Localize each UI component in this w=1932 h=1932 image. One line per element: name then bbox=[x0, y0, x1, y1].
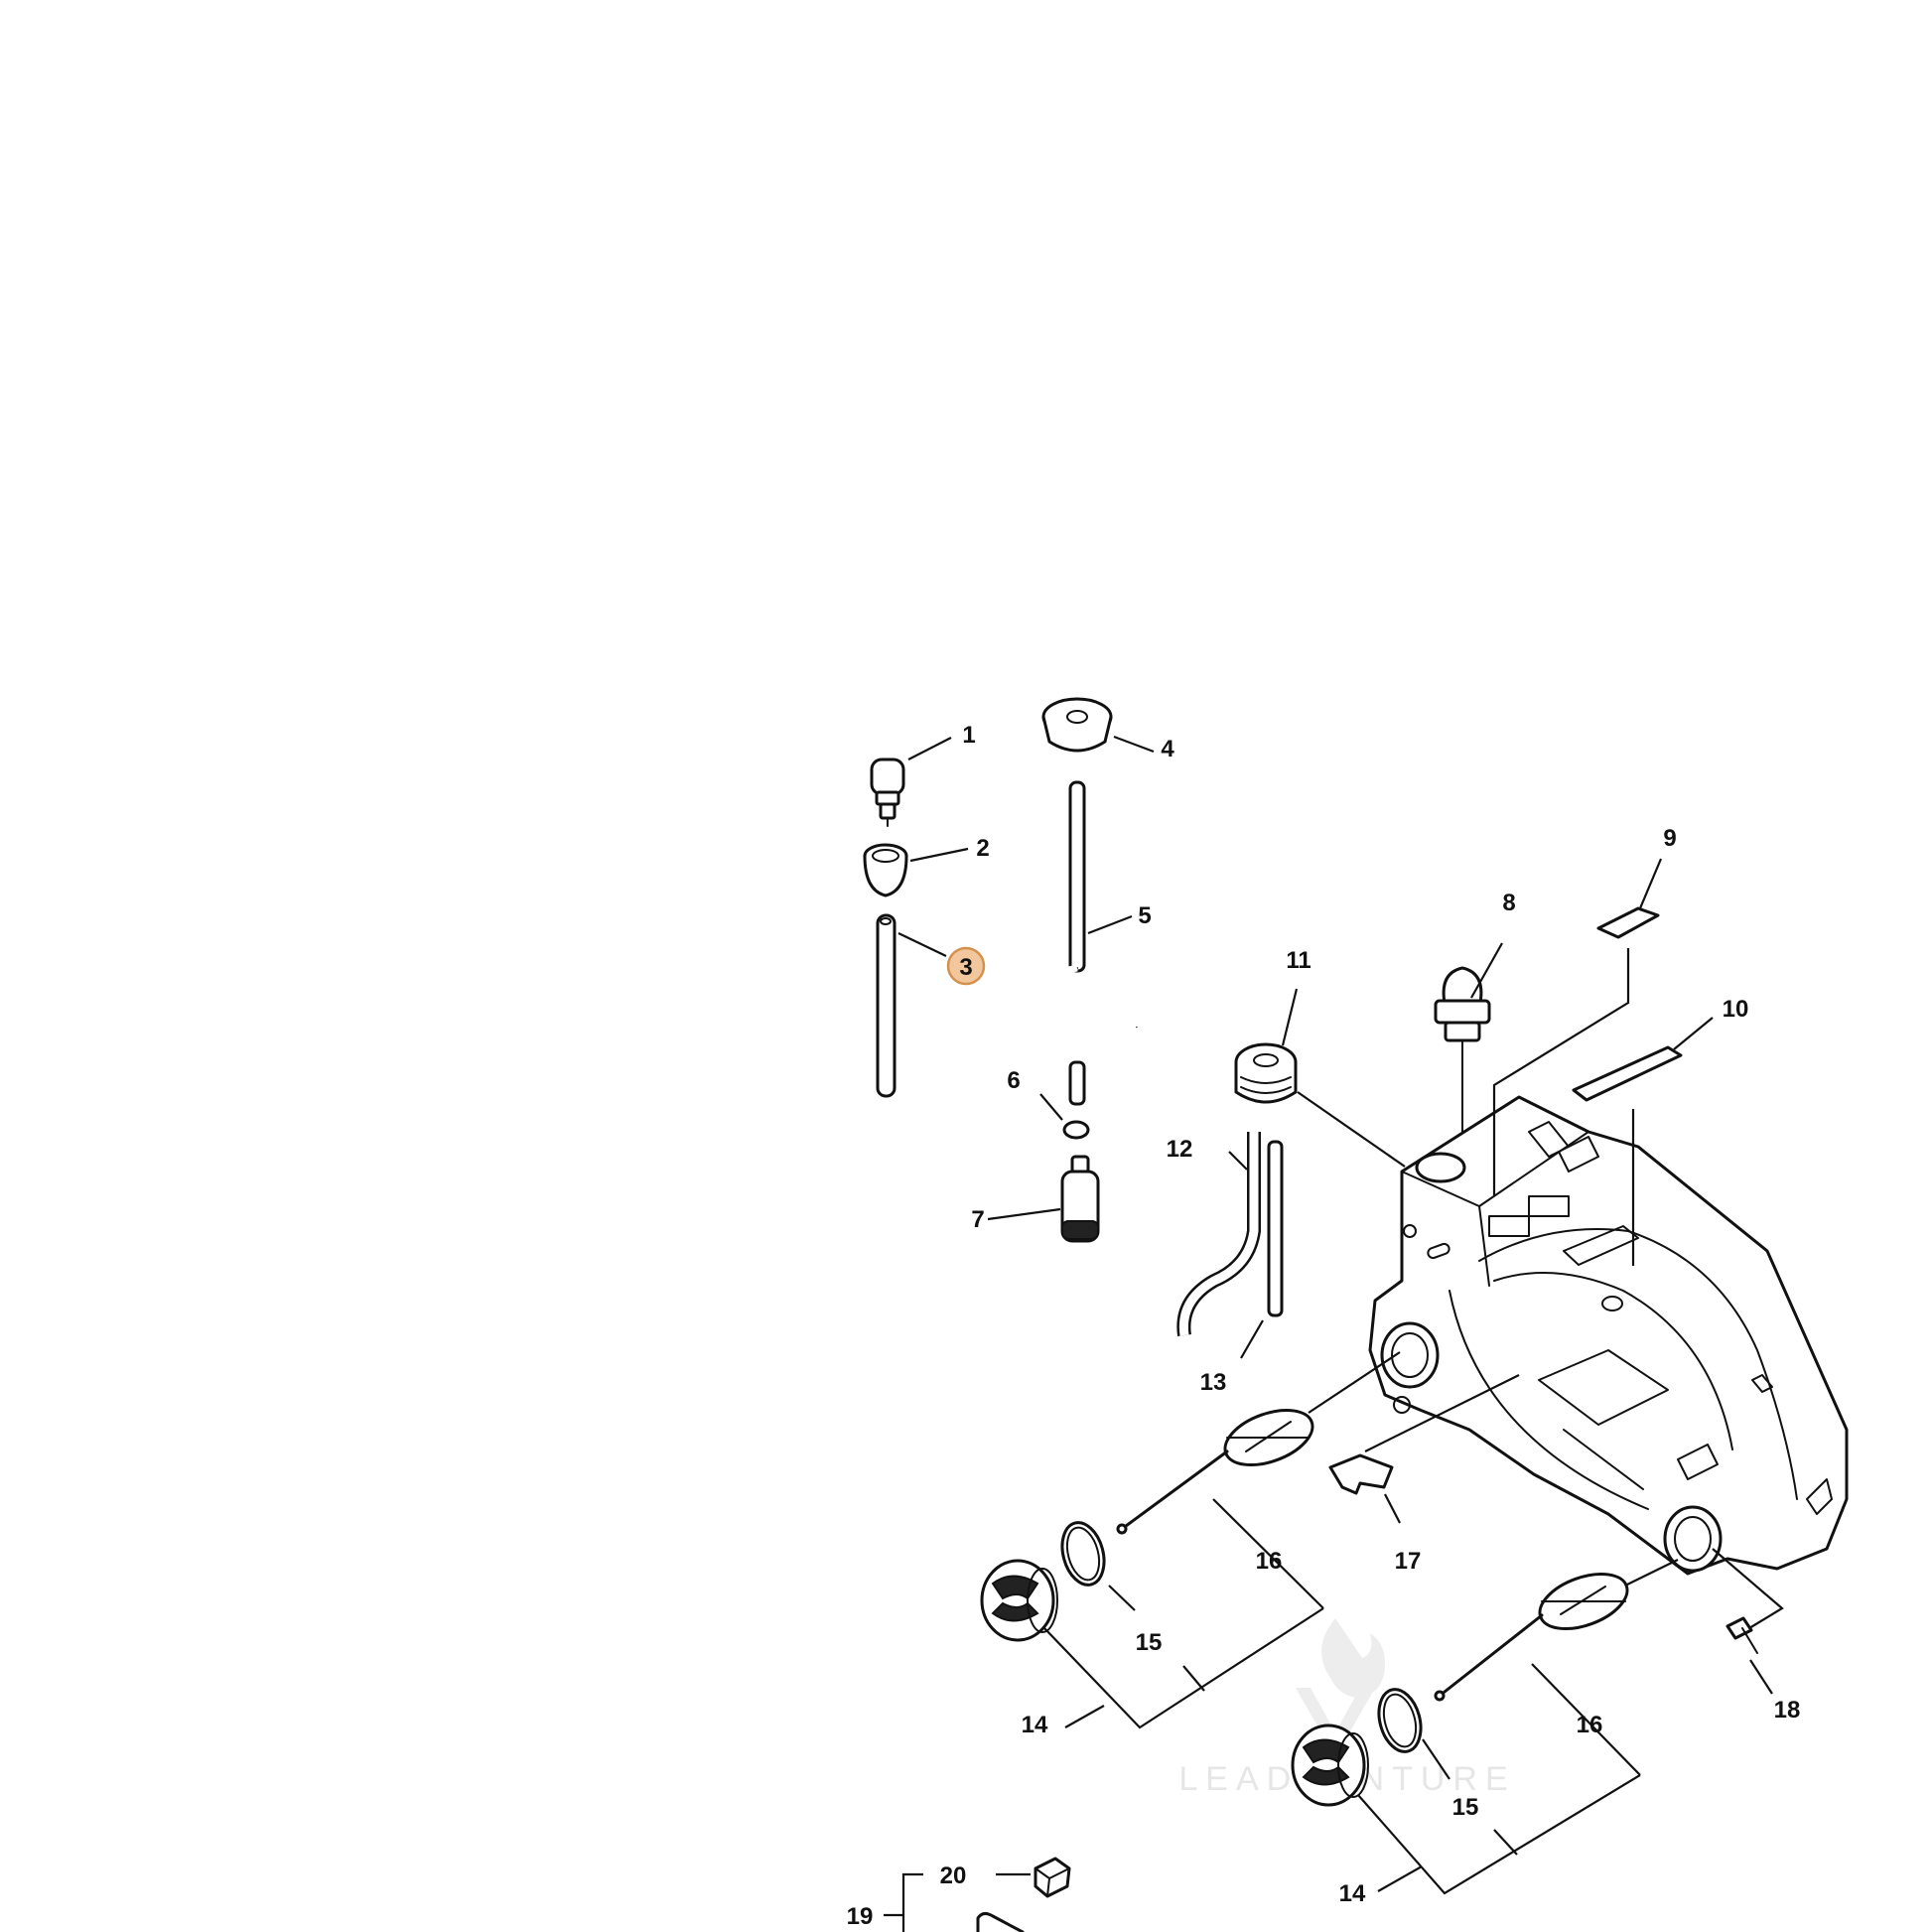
part-18-screw bbox=[1725, 1616, 1758, 1654]
part-19-partial bbox=[976, 1911, 1025, 1932]
callout-label-15-upper[interactable]: 15 bbox=[1136, 1629, 1163, 1656]
part-8-primer-bulb bbox=[1434, 966, 1491, 1163]
callout-label-3[interactable]: 3 bbox=[959, 954, 972, 981]
callout-label-13[interactable]: 13 bbox=[1200, 1369, 1227, 1396]
part-4-cap bbox=[1041, 697, 1113, 753]
callout-label-4[interactable]: 4 bbox=[1161, 736, 1174, 762]
part-1-plug bbox=[870, 758, 905, 827]
part-12-bent-hose bbox=[1176, 1132, 1261, 1336]
callout-label-14-upper[interactable]: 14 bbox=[1022, 1712, 1048, 1738]
flame-logo-icon bbox=[1321, 1618, 1385, 1698]
callout-highlight-circle[interactable] bbox=[946, 946, 986, 986]
part-9-label bbox=[1596, 906, 1660, 939]
v-logo-icon bbox=[1296, 1688, 1375, 1757]
callout-label-16-upper[interactable]: 16 bbox=[1256, 1548, 1283, 1575]
callout-label-20[interactable]: 20 bbox=[940, 1863, 967, 1889]
part-17-clip bbox=[1328, 1453, 1394, 1495]
part-6-ring bbox=[1062, 1120, 1090, 1140]
part-14-cap-upper bbox=[980, 1559, 1058, 1642]
part-11-gear bbox=[1234, 1042, 1298, 1104]
callout-label-6[interactable]: 6 bbox=[1007, 1067, 1020, 1094]
callout-labels: 1 2 4 5 6 7 8 9 10 11 12 13 14 15 16 17 … bbox=[847, 722, 1801, 1930]
part-14-cap-lower bbox=[1291, 1724, 1369, 1807]
part-15-oring-lower bbox=[1377, 1688, 1423, 1753]
part-10-label bbox=[1572, 1045, 1683, 1102]
callout-label-2[interactable]: 2 bbox=[976, 835, 989, 862]
part-13-hose bbox=[1267, 1140, 1284, 1317]
callout-label-15-lower[interactable]: 15 bbox=[1452, 1794, 1479, 1821]
callout-label-5[interactable]: 5 bbox=[1138, 902, 1151, 929]
callout-label-12[interactable]: 12 bbox=[1167, 1136, 1193, 1163]
callout-label-8[interactable]: 8 bbox=[1502, 890, 1515, 916]
callout-label-17[interactable]: 17 bbox=[1395, 1548, 1422, 1575]
part-16-strainer-upper bbox=[1116, 1409, 1314, 1535]
callout-label-10[interactable]: 10 bbox=[1723, 996, 1749, 1023]
callout-label-9[interactable]: 9 bbox=[1663, 825, 1676, 852]
part-5-coiled-hose bbox=[1037, 780, 1143, 1106]
callout-label-11[interactable]: 11 bbox=[1286, 947, 1311, 974]
part-2-grommet bbox=[863, 843, 908, 897]
leader-lines bbox=[884, 735, 1784, 1932]
part-3-tube bbox=[876, 913, 897, 1098]
callout-label-16-lower[interactable]: 16 bbox=[1577, 1712, 1603, 1738]
callout-label-19[interactable]: 19 bbox=[847, 1903, 874, 1930]
part-15-oring-upper bbox=[1060, 1521, 1106, 1587]
main-housing bbox=[1368, 1095, 1849, 1576]
callout-3[interactable]: 3 bbox=[946, 946, 986, 986]
part-20-block bbox=[1034, 1857, 1071, 1898]
callout-label-7[interactable]: 7 bbox=[971, 1206, 984, 1233]
part-16-strainer-lower bbox=[1434, 1573, 1629, 1702]
part-7-filter bbox=[1060, 1155, 1100, 1243]
callout-label-14-lower[interactable]: 14 bbox=[1339, 1880, 1366, 1907]
callout-label-1[interactable]: 1 bbox=[962, 722, 975, 749]
callout-label-18[interactable]: 18 bbox=[1774, 1697, 1801, 1724]
